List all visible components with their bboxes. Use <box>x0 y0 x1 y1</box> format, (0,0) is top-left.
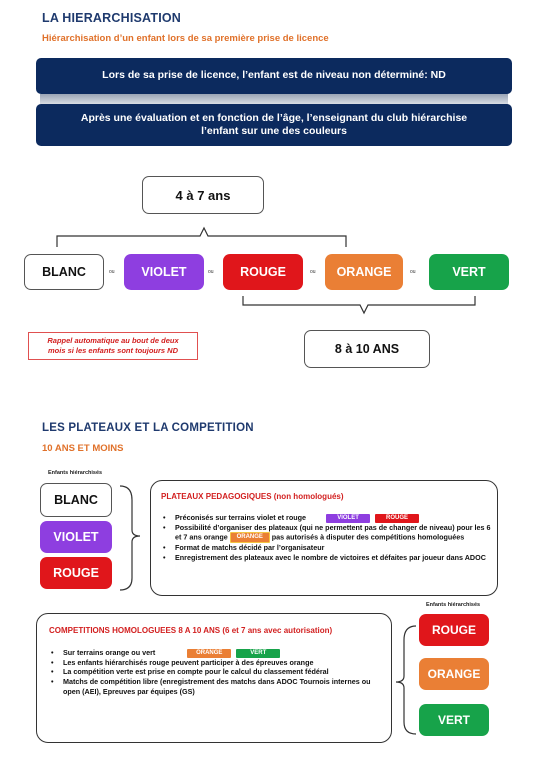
competitions-item-2: Les enfants hiérarchisés rouge peuvent p… <box>51 658 385 668</box>
level-rouge: ROUGE <box>223 254 303 290</box>
plateaux-panel: PLATEAUX PEDAGOGIQUES (non homologués) P… <box>150 480 498 596</box>
tag-orange-comp: ORANGE <box>187 648 232 658</box>
enfants-hierarchises-right: Enfants hiérarchisés <box>426 602 481 608</box>
plateaux-item-3: Format de matchs décidé par l’organisate… <box>163 543 493 553</box>
competition-level-rouge: ROUGE <box>419 614 489 646</box>
plateaux-item-1: Préconisés sur terrains violet et rouge … <box>163 513 493 523</box>
enfants-hierarchises-left: Enfants hiérarchisés <box>48 470 103 476</box>
banner-separator <box>40 94 508 104</box>
brace-4-7-ans <box>56 226 347 247</box>
competitions-title: COMPETITIONS HOMOLOGUEES 8 A 10 ANS (6 e… <box>49 626 333 635</box>
plateaux-list: Préconisés sur terrains violet et rouge … <box>163 513 493 563</box>
competition-level-vert: VERT <box>419 704 489 736</box>
rappel-line2: mois si les enfants sont toujours ND <box>47 346 179 356</box>
brace-8-10-ans <box>242 296 476 315</box>
plateau-level-rouge: ROUGE <box>40 557 112 589</box>
banner-evaluation: Après une évaluation et en fonction de l… <box>36 104 512 146</box>
competitions-item-1: Sur terrains orange ou vert ORANGE VERT <box>51 648 385 658</box>
section2-title: LES PLATEAUX ET LA COMPETITION <box>42 422 254 434</box>
banner-nd: Lors de sa prise de licence, l’enfant es… <box>36 58 512 94</box>
age-4-7-box: 4 à 7 ans <box>142 176 264 214</box>
level-vert: VERT <box>429 254 509 290</box>
competitions-item-3: La compétition verte est prise en compte… <box>51 667 385 677</box>
plateaux-item-4: Enregistrement des plateaux avec le nomb… <box>163 553 493 563</box>
plateaux-title: PLATEAUX PEDAGOGIQUES (non homologués) <box>161 492 344 501</box>
level-orange: ORANGE <box>325 254 403 290</box>
separator-ou-1: ou <box>109 269 115 275</box>
section2-subtitle: 10 ANS ET MOINS <box>42 443 124 454</box>
level-blanc: BLANC <box>24 254 104 290</box>
page-subtitle: Hiérarchisation d’un enfant lors de sa p… <box>42 33 329 44</box>
competition-level-orange: ORANGE <box>419 658 489 690</box>
brace-plateaux <box>119 485 141 591</box>
banner-evaluation-line1: Après une évaluation et en fonction de l… <box>80 111 468 124</box>
level-violet: VIOLET <box>124 254 204 290</box>
separator-ou-4: ou <box>410 269 416 275</box>
tag-vert-comp: VERT <box>236 648 281 658</box>
rappel-line1: Rappel automatique au bout de deux <box>47 336 179 345</box>
plateaux-item-2: Possibilité d’organiser des plateaux (qu… <box>163 523 493 544</box>
tag-orange: ORANGE <box>229 532 270 544</box>
tag-violet: VIOLET <box>326 513 371 523</box>
page-title: LA HIERARCHISATION <box>42 11 182 25</box>
separator-ou-3: ou <box>310 269 316 275</box>
rappel-note: Rappel automatique au bout de deux mois … <box>28 332 198 361</box>
brace-competitions <box>395 625 417 735</box>
competitions-item-4: Matchs de compétition libre (enregistrem… <box>51 677 385 696</box>
tag-rouge: ROUGE <box>375 513 420 523</box>
plateau-level-violet: VIOLET <box>40 521 112 553</box>
banner-evaluation-line2: l’enfant sur une des couleurs <box>201 125 347 137</box>
competitions-panel: COMPETITIONS HOMOLOGUEES 8 A 10 ANS (6 e… <box>36 613 392 743</box>
age-8-10-box: 8 à 10 ANS <box>304 330 430 368</box>
separator-ou-2: ou <box>208 269 214 275</box>
competitions-list: Sur terrains orange ou vert ORANGE VERT … <box>51 648 385 697</box>
plateau-level-blanc: BLANC <box>40 483 112 517</box>
